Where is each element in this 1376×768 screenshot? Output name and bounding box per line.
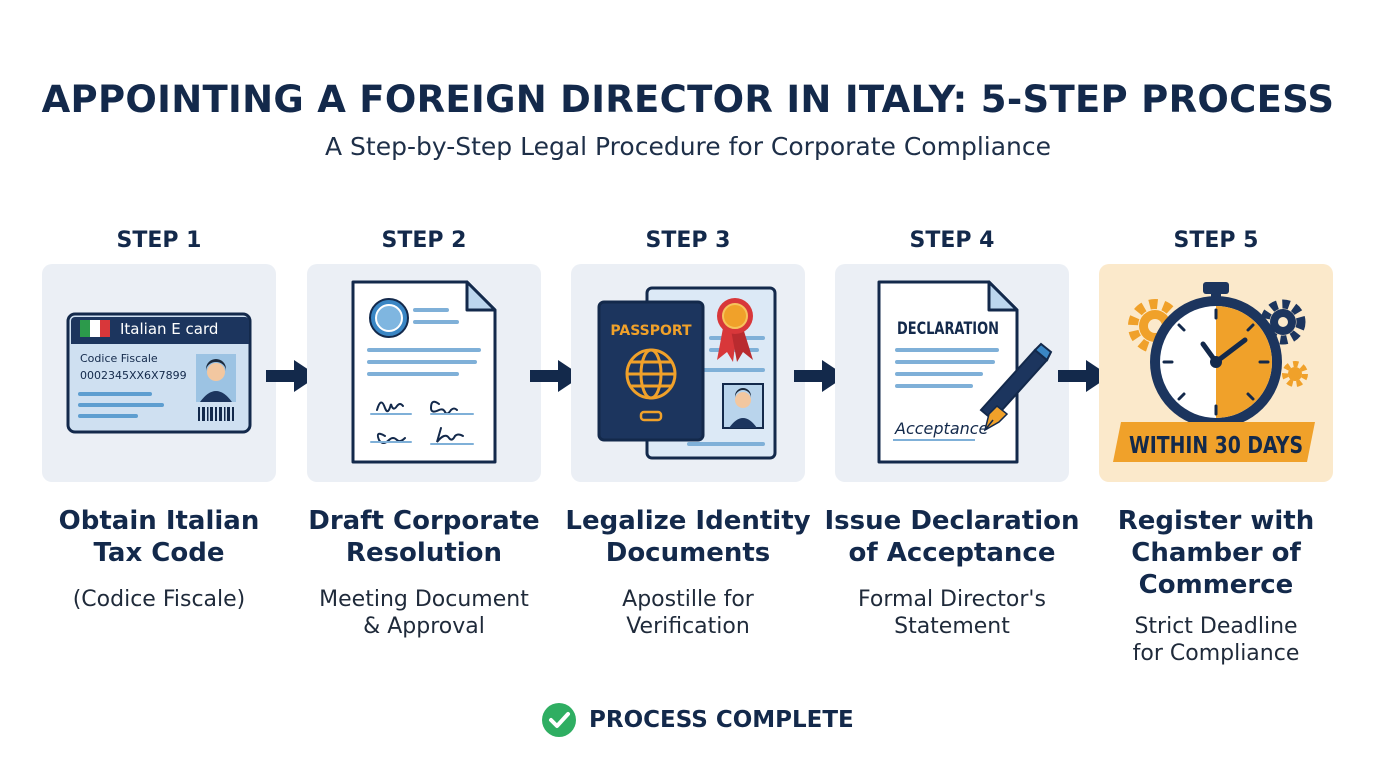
deadline-banner-text: WITHIN 30 DAYS <box>1129 433 1303 459</box>
seal-icon <box>369 298 409 338</box>
gear-icon <box>1260 299 1306 345</box>
tax-id-card-icon: Italian E card Codice Fiscale 0002345XX6… <box>66 312 252 434</box>
step-4-label: STEP 4 <box>909 228 995 253</box>
card-field-value: 0002345XX6X7899 <box>80 369 187 382</box>
step-3-card: PASSPORT <box>571 264 805 482</box>
declaration-document-icon: DECLARATION Acceptance <box>877 280 1053 464</box>
arrow-right-icon <box>794 360 846 392</box>
step-5-label: STEP 5 <box>1173 228 1259 253</box>
resolution-document-icon <box>351 280 497 464</box>
step-2-label: STEP 2 <box>381 228 467 253</box>
arrow-right-icon <box>266 360 318 392</box>
signatures-icon <box>370 400 474 445</box>
deadline-banner <box>1113 422 1315 462</box>
step-4-card: DECLARATION Acceptance <box>835 264 1069 482</box>
deadline-stopwatch-icon: WITHIN 30 DAYS <box>1113 282 1315 462</box>
passport-apostille-icon: PASSPORT <box>597 286 777 460</box>
check-circle-icon <box>542 703 576 737</box>
step-1-label: STEP 1 <box>116 228 202 253</box>
step-2-card <box>307 264 541 482</box>
arrow-right-icon <box>530 360 582 392</box>
fountain-pen-icon <box>979 342 1053 432</box>
passport-label: PASSPORT <box>610 323 692 339</box>
italy-flag-icon <box>80 320 90 337</box>
process-complete-status: PROCESS COMPLETE <box>541 702 854 738</box>
barcode-icon <box>198 407 234 421</box>
page-title: APPOINTING A FOREIGN DIRECTOR IN ITALY: … <box>41 78 1335 121</box>
step-1-card: Italian E card Codice Fiscale 0002345XX6… <box>42 264 276 482</box>
arrow-right-icon <box>1058 360 1110 392</box>
step-1-description: (Codice Fiscale) <box>72 587 246 612</box>
process-complete-text: PROCESS COMPLETE <box>589 707 854 733</box>
step-2-description: Meeting Document& Approval <box>319 587 529 639</box>
globe-icon <box>625 348 677 400</box>
page-subtitle: A Step-by-Step Legal Procedure for Corpo… <box>324 132 1051 161</box>
ribbon-seal-icon <box>717 298 753 362</box>
gear-icon <box>1282 361 1308 387</box>
card-field-label: Codice Fiscale <box>80 352 158 365</box>
signature-text: Acceptance <box>894 419 989 438</box>
card-title: Italian E card <box>120 320 218 338</box>
step-5-card: WITHIN 30 DAYS <box>1099 264 1333 482</box>
declaration-title: DECLARATION <box>897 319 999 339</box>
step-3-label: STEP 3 <box>645 228 731 253</box>
